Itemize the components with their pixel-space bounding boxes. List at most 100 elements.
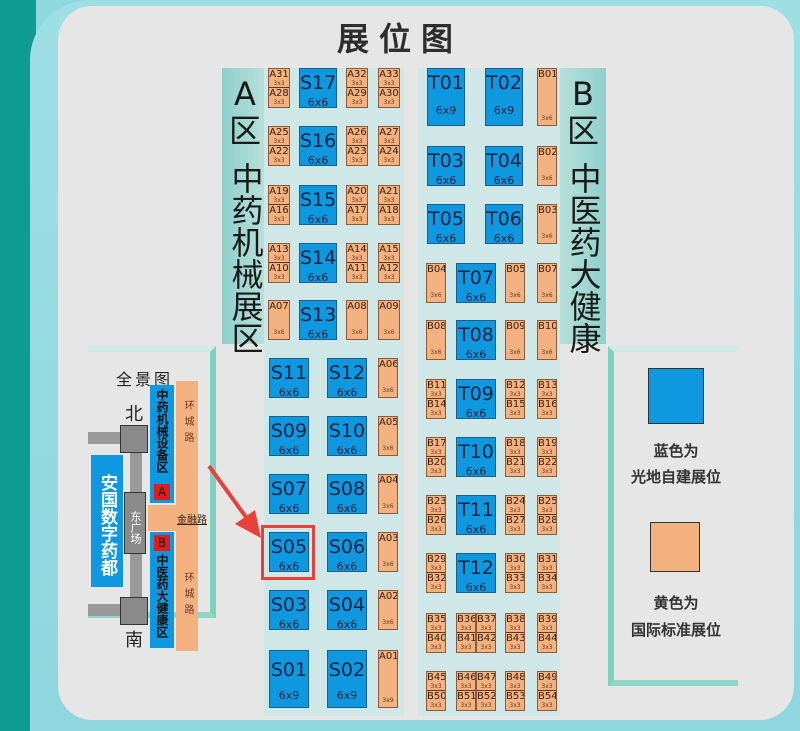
booth-size: 3x3: [541, 449, 553, 456]
booth-size: 3x3: [273, 197, 285, 204]
booth-code: B36: [457, 614, 476, 625]
booth-code: A01: [379, 651, 398, 662]
booth-size: 6x6: [465, 407, 487, 419]
booth-a01[interactable]: A01 3x9: [378, 650, 398, 708]
booth-code: A32: [347, 69, 367, 80]
booth-size: 3x6: [430, 292, 442, 299]
booth-size: 3x3: [509, 449, 521, 456]
booth-code: A21: [379, 186, 399, 197]
booth-size: 3x9: [382, 697, 394, 704]
overview-zone-a[interactable]: 中药机械设备区 A: [150, 385, 174, 503]
booth-code: A05: [379, 417, 398, 428]
booth-code: B24: [506, 496, 525, 507]
booth-code: B17: [427, 438, 446, 449]
booth-code: A13: [269, 244, 289, 255]
overview-zone-b[interactable]: B 中医药大健康区: [150, 532, 174, 648]
booth-code: B30: [506, 554, 525, 565]
zone-a-name: 中药机械展区: [226, 162, 265, 354]
booth-size: 3x3: [430, 702, 442, 709]
